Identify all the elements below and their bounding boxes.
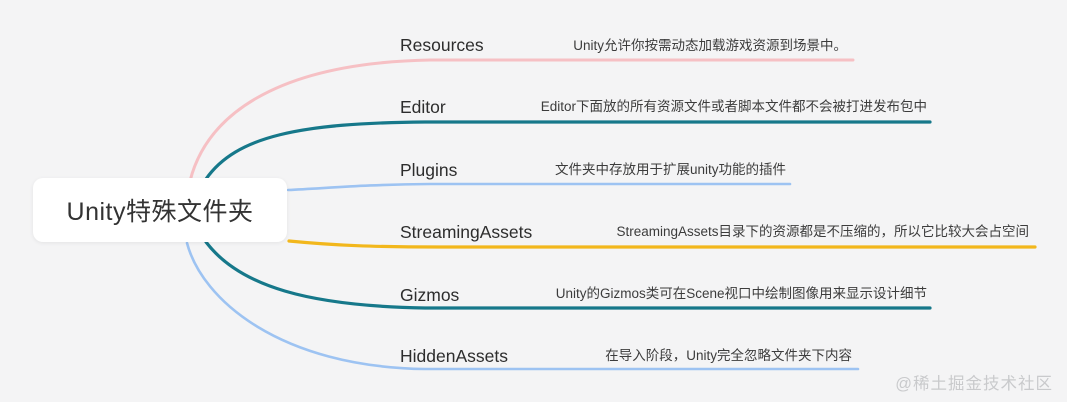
branch-desc-gizmos[interactable]: Unity的Gizmos类可在Scene视口中绘制图像用来显示设计细节 xyxy=(555,286,927,301)
connector-streamingassets xyxy=(287,239,1037,249)
branch-desc-resources[interactable]: Unity允许你按需动态加载游戏资源到场景中。 xyxy=(573,38,847,53)
branch-desc-plugins[interactable]: 文件夹中存放用于扩展unity功能的插件 xyxy=(554,162,786,177)
connector-resources xyxy=(188,58,855,183)
branch-label-resources[interactable]: Resources xyxy=(400,35,484,55)
connector-editor xyxy=(204,120,932,181)
branch-label-hiddenassets[interactable]: HiddenAssets xyxy=(400,346,508,366)
connector-plugins xyxy=(286,182,792,192)
branch-label-streamingassets[interactable]: StreamingAssets xyxy=(400,222,533,242)
branch-desc-streamingassets[interactable]: StreamingAssets目录下的资源都是不压缩的，所以它比较大会占空间 xyxy=(616,224,1029,239)
branch-label-plugins[interactable]: Plugins xyxy=(400,160,458,180)
connector-gizmos xyxy=(204,240,932,310)
branch-desc-editor[interactable]: Editor下面放的所有资源文件或者脚本文件都不会被打进发布包中 xyxy=(540,99,927,114)
branch-label-editor[interactable]: Editor xyxy=(400,97,446,117)
connector-hiddenassets xyxy=(185,241,860,371)
branch-label-gizmos[interactable]: Gizmos xyxy=(400,285,460,305)
watermark: @稀土掘金技术社区 xyxy=(895,375,1053,393)
root-node[interactable]: Unity特殊文件夹 xyxy=(33,178,287,242)
branch-desc-hiddenassets[interactable]: 在导入阶段，Unity完全忽略文件夹下内容 xyxy=(605,348,852,363)
